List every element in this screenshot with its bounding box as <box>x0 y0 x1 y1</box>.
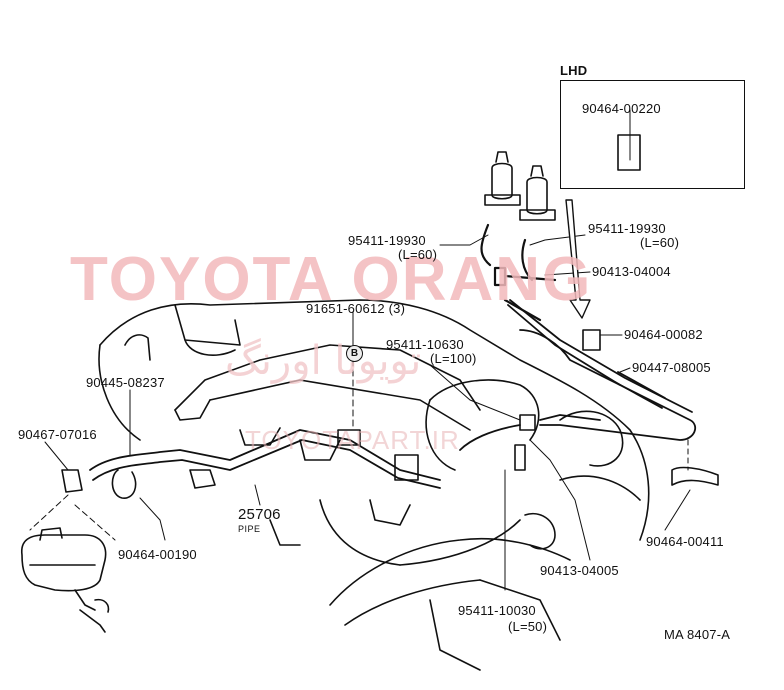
part-label-90464-00190: 90464-00190 <box>118 547 197 562</box>
part-label-90413-04005: 90413-04005 <box>540 563 619 578</box>
watermark-arabic: تويوتا اورنگ <box>225 338 422 384</box>
part-label-95411-19930-left-len: (L=60) <box>398 247 438 262</box>
lhd-title: LHD <box>560 63 588 78</box>
vsv-valves <box>484 151 556 221</box>
fittings <box>61 134 719 499</box>
part-label-lhd: 90464-00220 <box>582 101 661 116</box>
b-marker: B <box>346 345 363 362</box>
part-label-90464-00082: 90464-00082 <box>624 327 703 342</box>
part-label-95411-19930-left: 95411-19930 <box>348 233 426 248</box>
lhd-arrow <box>565 199 591 319</box>
part-label-90413-04004: 90413-04004 <box>592 264 671 279</box>
part-label-95411-10030: 95411-10030 <box>458 603 536 618</box>
part-label-95411-10630: 95411-10630 <box>386 337 464 352</box>
part-label-90464-00411: 90464-00411 <box>646 534 724 549</box>
part-label-90445-08237: 90445-08237 <box>86 375 165 390</box>
part-label-95411-19930-right: 95411-19930 <box>588 221 666 236</box>
lhd-inset-box <box>560 80 745 189</box>
engine-block <box>98 299 650 671</box>
part-label-90447-08005: 90447-08005 <box>632 360 711 375</box>
part-label-90467-07016: 90467-07016 <box>18 427 97 442</box>
watermark-main: TOYOTA ORANG <box>70 245 593 314</box>
part-label-91651-60612: 91651-60612 (3) <box>306 301 406 316</box>
diagram-reference: MA 8407-A <box>664 627 731 642</box>
watermark-url: TOYOTAPART.IR <box>245 425 460 455</box>
vacuum-actuator <box>20 527 110 633</box>
part-label-25706-pipe: PIPE <box>238 524 261 534</box>
part-label-95411-10630-len: (L=100) <box>430 351 477 366</box>
vacuum-pipes <box>89 299 697 489</box>
part-label-95411-19930-right-len: (L=60) <box>640 235 680 250</box>
part-label-95411-10030-len: (L=50) <box>508 619 548 634</box>
part-label-25706: 25706 <box>238 506 281 523</box>
